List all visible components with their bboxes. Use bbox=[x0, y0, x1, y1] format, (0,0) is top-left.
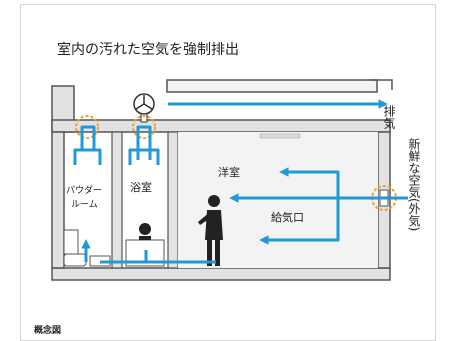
partition-2 bbox=[167, 131, 179, 269]
partition-1 bbox=[111, 131, 123, 269]
western-room-label: 洋室 bbox=[218, 165, 240, 179]
caption: 概念図 bbox=[34, 324, 61, 336]
vent-marker-bath bbox=[132, 115, 156, 139]
left-wall bbox=[51, 131, 65, 269]
toilet-icon bbox=[63, 229, 87, 267]
fresh-air-label: 新鮮な空気(外気) bbox=[407, 137, 421, 232]
exhaust-fan-icon bbox=[133, 93, 155, 123]
powder-vent-loop bbox=[80, 125, 96, 150]
supply-vent-label: 給気口 bbox=[271, 210, 304, 224]
diagram-title: 室内の汚れた空気を強制排出 bbox=[57, 41, 239, 58]
exhaust-label: 排気 bbox=[382, 105, 396, 130]
roof-slab bbox=[51, 119, 391, 133]
floor-slab bbox=[51, 267, 391, 281]
airflow-paths bbox=[73, 99, 408, 264]
exhaust-duct bbox=[166, 79, 378, 93]
powder-room-label-line1: パウダー bbox=[66, 184, 102, 196]
person-icon bbox=[198, 195, 223, 266]
powder-room-label-line2: ルーム bbox=[71, 199, 98, 210]
supply-loop-upper bbox=[279, 167, 340, 198]
bathroom-label: 浴室 bbox=[130, 180, 152, 194]
vent-marker-powder bbox=[75, 115, 99, 139]
